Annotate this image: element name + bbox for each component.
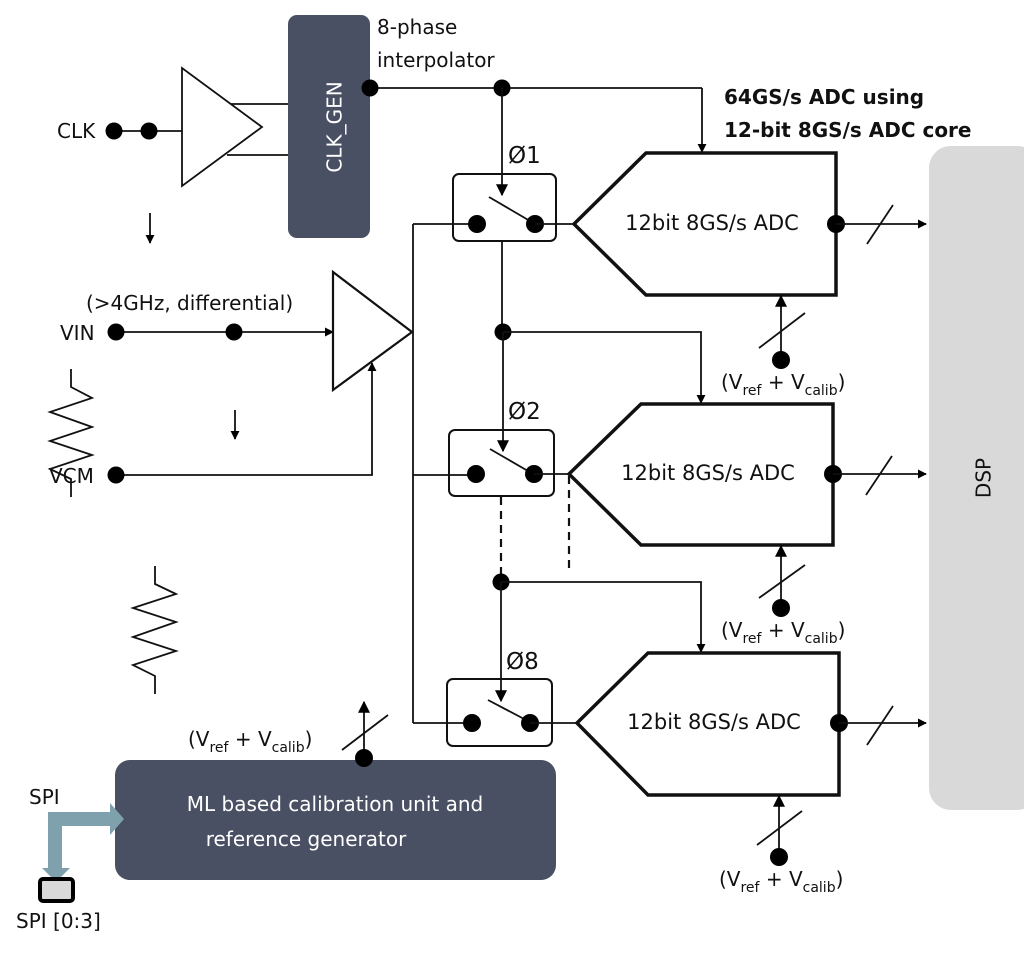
ml-unit-label-1: ML based calibration unit and: [187, 792, 483, 816]
vin-note: (>4GHz, differential): [86, 291, 293, 315]
adc-core-2: 12bit 8GS/s ADC: [566, 402, 927, 617]
spi-port[interactable]: [38, 877, 75, 903]
input-buffer: [331, 269, 414, 393]
clk-gen-block: CLK_GEN: [288, 15, 370, 238]
phase-label-8: Ø8: [506, 649, 539, 675]
bidirectional-arrow-icon: [42, 803, 124, 882]
phase-label-2: Ø2: [508, 399, 541, 425]
interpolator-label-1: 8-phase: [377, 15, 457, 39]
resistor-icon: [47, 369, 95, 497]
spi-port-label: SPI [0:3]: [16, 909, 101, 933]
vref-label-3: (Vref + Vcalib): [719, 867, 843, 896]
clk-node: [140, 122, 158, 140]
ml-unit-label-2: reference generator: [206, 827, 407, 851]
title-line-2: 12-bit 8GS/s ADC core: [724, 118, 971, 142]
adc-core-3: 12bit 8GS/s ADC: [574, 651, 927, 866]
dsp-label: DSP: [972, 458, 996, 498]
title-line-1: 64GS/s ADC using: [724, 85, 924, 109]
spi-interface: SPI SPI [0:3]: [16, 785, 124, 933]
dsp-block: DSP: [929, 146, 1024, 810]
vref-label-2: (Vref + Vcalib): [721, 618, 845, 647]
vin-label: VIN: [60, 321, 95, 345]
vcm-input: VCM: [49, 362, 377, 488]
interpolator-label-2: interpolator: [377, 48, 495, 72]
clk-buffer: [181, 66, 290, 188]
spi-label: SPI: [29, 785, 60, 809]
clk-gen-label: CLK_GEN: [323, 81, 347, 172]
clk-terminal: [105, 122, 123, 140]
phase-label-1: Ø1: [508, 143, 541, 169]
input-bus: [412, 223, 477, 724]
vref-label-1: (Vref + Vcalib): [721, 370, 845, 399]
clk-input: CLK: [57, 119, 182, 143]
adc-core-1: 12bit 8GS/s ADC: [571, 151, 927, 369]
clk-label: CLK: [57, 119, 96, 143]
vin-input: (>4GHz, differential) VIN: [60, 291, 334, 345]
switch-phase-1: Ø1: [452, 143, 574, 242]
adc-label-2: 12bit 8GS/s ADC: [621, 461, 795, 485]
vref-label-ml: (Vref + Vcalib): [188, 727, 312, 756]
ml-calibration-unit: ML based calibration unit and reference …: [115, 700, 556, 880]
switch-phase-8: Ø8: [446, 649, 577, 747]
clock-distribution: [361, 79, 707, 703]
adc-label-3: 12bit 8GS/s ADC: [627, 710, 801, 734]
adc-label-1: 12bit 8GS/s ADC: [625, 211, 799, 235]
resistor-icon: [130, 566, 179, 694]
switch-phase-2: Ø2: [448, 399, 569, 497]
